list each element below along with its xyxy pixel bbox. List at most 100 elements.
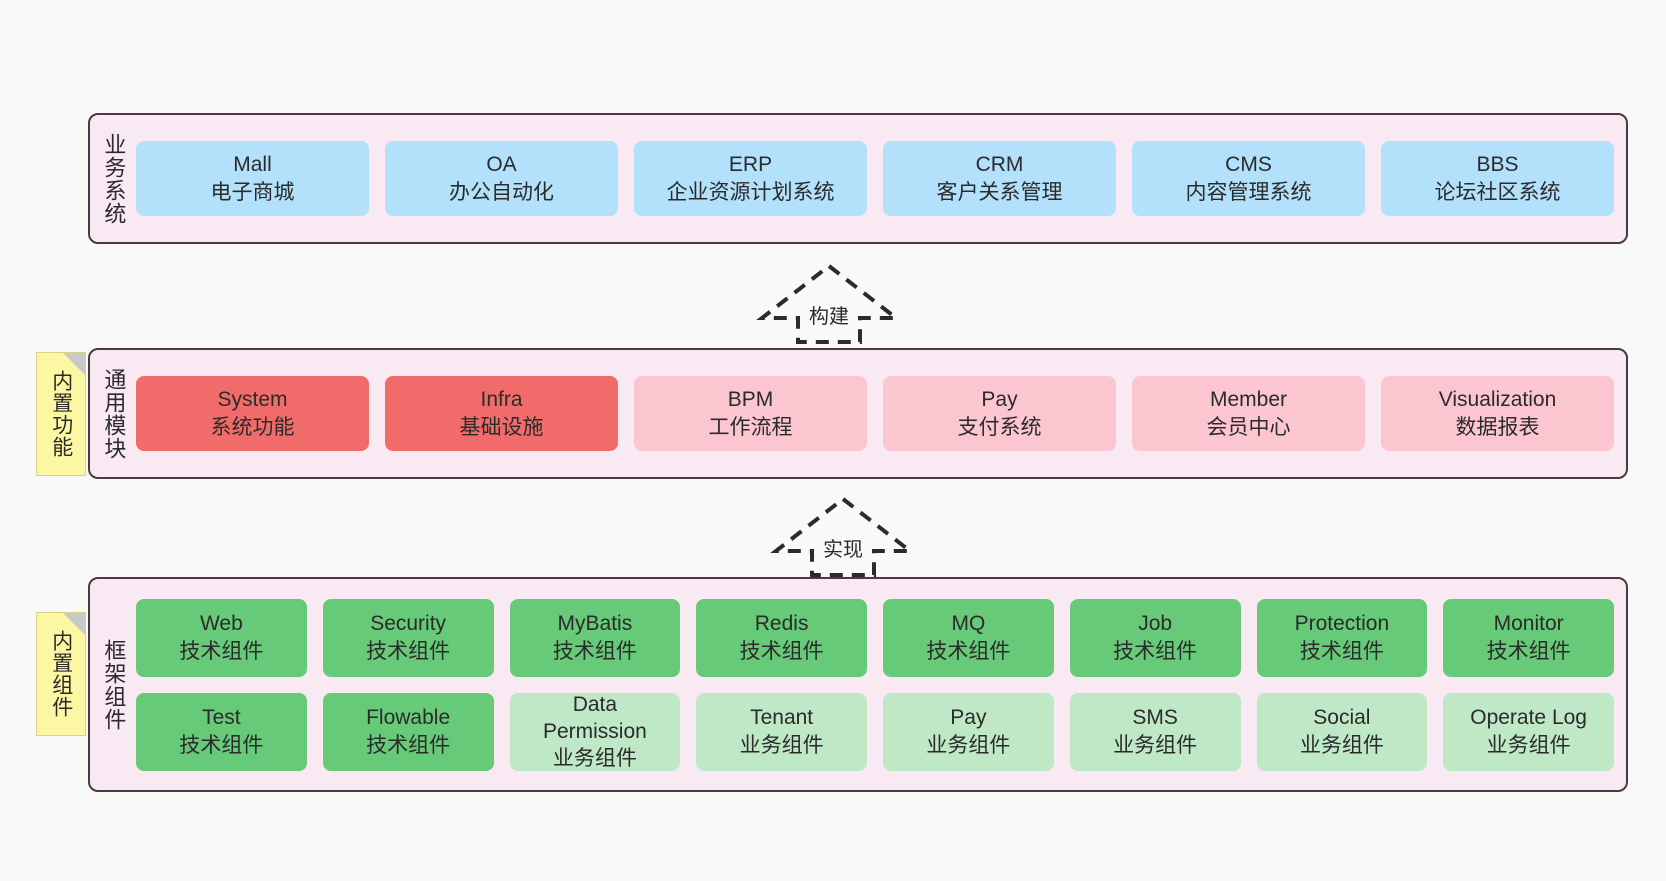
card-subtitle: 技术组件 bbox=[179, 639, 264, 663]
card-title: Security bbox=[370, 612, 447, 636]
section-body-common-modules: System 系统功能 Infra 基础设施 BPM 工作流程 Pay 支付系统… bbox=[136, 350, 1626, 477]
card-title: CMS bbox=[1225, 153, 1272, 177]
arrow-implement: 实现 bbox=[770, 495, 916, 577]
card-subtitle: 业务组件 bbox=[1299, 733, 1384, 757]
card-protection[interactable]: Protection 技术组件 bbox=[1256, 598, 1428, 677]
section-title-business-systems: 业务系统 bbox=[101, 132, 127, 225]
section-title-framework-components: 框架组件 bbox=[101, 638, 127, 731]
card-title: Web bbox=[199, 612, 243, 636]
card-subtitle: 技术组件 bbox=[552, 639, 637, 663]
card-title: System bbox=[217, 388, 288, 412]
card-subtitle: 业务组件 bbox=[739, 733, 824, 757]
card-title: Test bbox=[202, 706, 241, 730]
card-subtitle: 支付系统 bbox=[957, 415, 1042, 439]
card-subtitle: 论坛社区系统 bbox=[1434, 180, 1561, 204]
sticky-note-builtin-features: 内置功能 bbox=[36, 352, 86, 476]
sticky-note-label: 内置功能 bbox=[49, 370, 73, 458]
card-row: Web 技术组件 Security 技术组件 MyBatis 技术组件 Redi… bbox=[136, 598, 1614, 677]
card-title: Tenant bbox=[750, 706, 814, 730]
card-subtitle: 技术组件 bbox=[179, 733, 264, 757]
card-subtitle: 技术组件 bbox=[926, 639, 1011, 663]
section-business-systems: 业务系统 Mall 电子商城 OA 办公自动化 ERP 企业资源计划系统 CRM… bbox=[88, 113, 1628, 244]
folded-corner-icon bbox=[63, 353, 85, 375]
card-pay[interactable]: Pay 支付系统 bbox=[883, 376, 1116, 451]
card-operate-log[interactable]: Operate Log 业务组件 bbox=[1443, 692, 1614, 771]
card-security[interactable]: Security 技术组件 bbox=[322, 598, 494, 677]
card-mybatis[interactable]: MyBatis 技术组件 bbox=[509, 598, 681, 677]
card-subtitle: 基础设施 bbox=[459, 415, 544, 439]
card-social[interactable]: Social 业务组件 bbox=[1256, 692, 1428, 771]
card-crm[interactable]: CRM 客户关系管理 bbox=[883, 141, 1116, 216]
section-body-framework-components: Web 技术组件 Security 技术组件 MyBatis 技术组件 Redi… bbox=[136, 579, 1626, 790]
card-title: Flowable bbox=[366, 706, 451, 730]
card-title: Job bbox=[1138, 612, 1173, 636]
card-mall[interactable]: Mall 电子商城 bbox=[136, 141, 369, 216]
card-title: Data bbox=[572, 692, 618, 716]
card-visualization[interactable]: Visualization 数据报表 bbox=[1381, 376, 1614, 451]
card-subtitle: 电子商城 bbox=[210, 180, 295, 204]
card-subtitle: 技术组件 bbox=[366, 639, 451, 663]
card-redis[interactable]: Redis 技术组件 bbox=[696, 598, 867, 677]
card-web[interactable]: Web 技术组件 bbox=[136, 598, 307, 677]
card-tenant[interactable]: Tenant 业务组件 bbox=[696, 692, 867, 771]
card-data-permission[interactable]: Data Permission 业务组件 bbox=[509, 692, 681, 771]
section-framework-components: 框架组件 Web 技术组件 Security 技术组件 MyBatis 技术组件… bbox=[88, 577, 1628, 792]
card-member[interactable]: Member 会员中心 bbox=[1132, 376, 1365, 451]
card-system[interactable]: System 系统功能 bbox=[136, 376, 369, 451]
arrow-build-label: 构建 bbox=[809, 306, 849, 328]
card-title: Operate Log bbox=[1470, 706, 1587, 730]
card-title: MyBatis bbox=[557, 612, 633, 636]
card-title: BBS bbox=[1476, 153, 1519, 177]
card-title: Protection bbox=[1294, 612, 1390, 636]
card-cms[interactable]: CMS 内容管理系统 bbox=[1132, 141, 1365, 216]
card-subtitle: 企业资源计划系统 bbox=[666, 180, 835, 204]
card-subtitle: 技术组件 bbox=[1299, 639, 1384, 663]
arrow-implement-label: 实现 bbox=[823, 539, 863, 561]
card-row: Mall 电子商城 OA 办公自动化 ERP 企业资源计划系统 CRM 客户关系… bbox=[136, 141, 1614, 216]
arrow-build: 构建 bbox=[756, 262, 902, 344]
card-subtitle: 办公自动化 bbox=[449, 180, 554, 204]
card-title: Social bbox=[1313, 706, 1371, 730]
folded-corner-icon bbox=[63, 613, 85, 635]
card-subtitle: 技术组件 bbox=[1113, 639, 1198, 663]
card-title: CRM bbox=[975, 153, 1024, 177]
card-mq[interactable]: MQ 技术组件 bbox=[883, 598, 1054, 677]
card-bbs[interactable]: BBS 论坛社区系统 bbox=[1381, 141, 1614, 216]
sticky-note-builtin-components: 内置组件 bbox=[36, 612, 86, 736]
card-erp[interactable]: ERP 企业资源计划系统 bbox=[634, 141, 867, 216]
card-title: Pay bbox=[950, 706, 987, 730]
card-test[interactable]: Test 技术组件 bbox=[136, 692, 307, 771]
card-subtitle: 技术组件 bbox=[366, 733, 451, 757]
card-job[interactable]: Job 技术组件 bbox=[1069, 598, 1241, 677]
card-title: Redis bbox=[754, 612, 809, 636]
card-title: SMS bbox=[1132, 706, 1178, 730]
card-monitor[interactable]: Monitor 技术组件 bbox=[1443, 598, 1614, 677]
card-title: Mall bbox=[233, 153, 272, 177]
sticky-note-label: 内置组件 bbox=[49, 630, 73, 718]
card-subtitle: 技术组件 bbox=[1486, 639, 1571, 663]
card-title: BPM bbox=[727, 388, 774, 412]
card-pay-business[interactable]: Pay 业务组件 bbox=[883, 692, 1054, 771]
card-flowable[interactable]: Flowable 技术组件 bbox=[322, 692, 494, 771]
card-sms[interactable]: SMS 业务组件 bbox=[1069, 692, 1241, 771]
card-title: OA bbox=[486, 153, 517, 177]
card-subtitle: 业务组件 bbox=[552, 747, 637, 771]
card-row: Test 技术组件 Flowable 技术组件 Data Permission … bbox=[136, 692, 1614, 771]
arrow-outline bbox=[770, 496, 916, 577]
card-subtitle: 客户关系管理 bbox=[936, 180, 1063, 204]
card-subtitle: 业务组件 bbox=[926, 733, 1011, 757]
card-subtitle: 业务组件 bbox=[1113, 733, 1198, 757]
card-oa[interactable]: OA 办公自动化 bbox=[385, 141, 618, 216]
arrow-outline bbox=[756, 263, 902, 344]
card-bpm[interactable]: BPM 工作流程 bbox=[634, 376, 867, 451]
card-infra[interactable]: Infra 基础设施 bbox=[385, 376, 618, 451]
card-subtitle: 技术组件 bbox=[739, 639, 824, 663]
section-body-business-systems: Mall 电子商城 OA 办公自动化 ERP 企业资源计划系统 CRM 客户关系… bbox=[136, 115, 1626, 242]
card-title: Pay bbox=[981, 388, 1018, 412]
card-title: Member bbox=[1209, 388, 1288, 412]
card-title-cont: Permission bbox=[542, 719, 647, 743]
section-common-modules: 通用模块 System 系统功能 Infra 基础设施 BPM 工作流程 Pay… bbox=[88, 348, 1628, 479]
card-subtitle: 会员中心 bbox=[1206, 415, 1291, 439]
card-title: Infra bbox=[480, 388, 523, 412]
